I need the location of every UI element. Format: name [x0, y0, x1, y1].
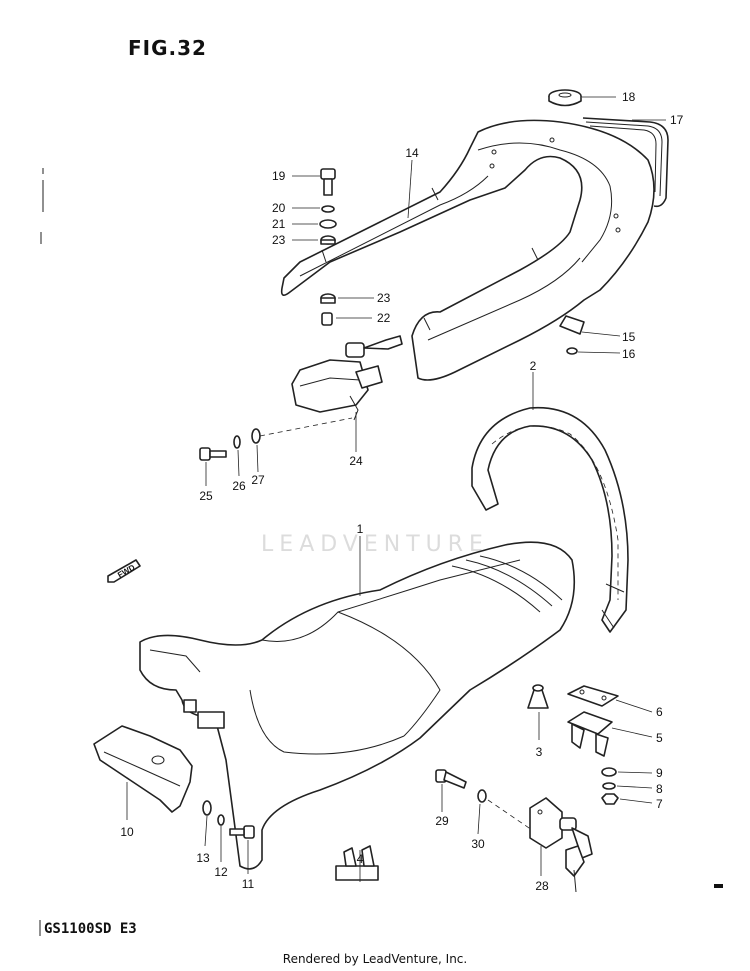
callout-28: 28 [535, 879, 549, 893]
washer-13 [202, 800, 212, 816]
seat-lock-24 [259, 335, 403, 437]
callout-labels: 1 2 3 4 5 6 7 8 9 10 11 12 13 14 15 16 1… [120, 90, 683, 893]
watermark-text: LEADVENTURE [261, 532, 489, 557]
callout-16: 16 [622, 347, 636, 361]
callout-21: 21 [272, 217, 286, 231]
seat-cushion-4 [335, 845, 379, 881]
callout-1: 1 [357, 522, 364, 536]
leader-lines [126, 96, 666, 882]
nut-7 [601, 793, 619, 805]
bolt-19 [320, 168, 336, 196]
callout-2: 2 [530, 359, 537, 373]
grommet-18 [548, 89, 582, 107]
clamp-15 [559, 315, 585, 335]
washer-9 [601, 767, 617, 777]
callout-12: 12 [214, 865, 228, 879]
callout-27: 27 [251, 473, 265, 487]
callout-20: 20 [272, 201, 286, 215]
washer-27 [251, 428, 261, 444]
seat-tail-cover-14 [280, 119, 655, 381]
seat-cushion-3 [527, 684, 549, 709]
bolt-29 [435, 769, 467, 789]
footer-credit: Rendered by LeadVenture, Inc. [282, 952, 468, 966]
helmet-lock-28 [529, 797, 593, 893]
callout-5: 5 [656, 731, 663, 745]
fwd-arrow-icon: FWD [107, 559, 141, 583]
callout-11: 11 [242, 877, 255, 891]
bolt-11 [229, 825, 255, 839]
callout-14: 14 [405, 146, 419, 160]
washer-30 [477, 789, 487, 803]
edge-mark [714, 884, 723, 888]
lock-washer-20 [321, 205, 335, 213]
lock-washer-26 [233, 435, 241, 449]
plate-6 [567, 685, 619, 707]
bolt-25 [199, 447, 227, 461]
lock-washer-8 [602, 782, 616, 790]
lock-washer-12 [217, 814, 225, 826]
callout-6: 6 [656, 705, 663, 719]
figure-title: FIG.32 [128, 36, 207, 60]
washer-16 [566, 347, 578, 355]
callout-29: 29 [435, 814, 449, 828]
callout-25: 25 [199, 489, 213, 503]
seat-hinge-cover-10 [93, 725, 193, 813]
cushion-23-top [320, 235, 336, 245]
cushion-23-lower [320, 293, 336, 304]
callout-26: 26 [232, 479, 246, 493]
callout-23-upper: 23 [272, 233, 286, 247]
callout-4: 4 [357, 852, 364, 866]
callout-18: 18 [622, 90, 636, 104]
callout-17: 17 [670, 113, 684, 127]
callout-8: 8 [656, 782, 663, 796]
callout-9: 9 [656, 766, 663, 780]
callout-10: 10 [120, 825, 134, 839]
washer-21 [319, 219, 337, 229]
callout-7: 7 [656, 797, 663, 811]
spacer-22 [321, 312, 333, 326]
model-code: GS1100SD E3 [44, 921, 137, 937]
seat-1 [139, 541, 576, 870]
callout-13: 13 [196, 851, 210, 865]
callout-22: 22 [377, 311, 391, 325]
callout-30: 30 [471, 837, 485, 851]
callout-15: 15 [622, 330, 636, 344]
callout-3: 3 [536, 745, 543, 759]
scan-marks [39, 168, 44, 936]
callout-24: 24 [349, 454, 363, 468]
callout-19: 19 [272, 169, 286, 183]
callout-23-lower: 23 [377, 291, 391, 305]
bracket-5 [567, 711, 613, 757]
